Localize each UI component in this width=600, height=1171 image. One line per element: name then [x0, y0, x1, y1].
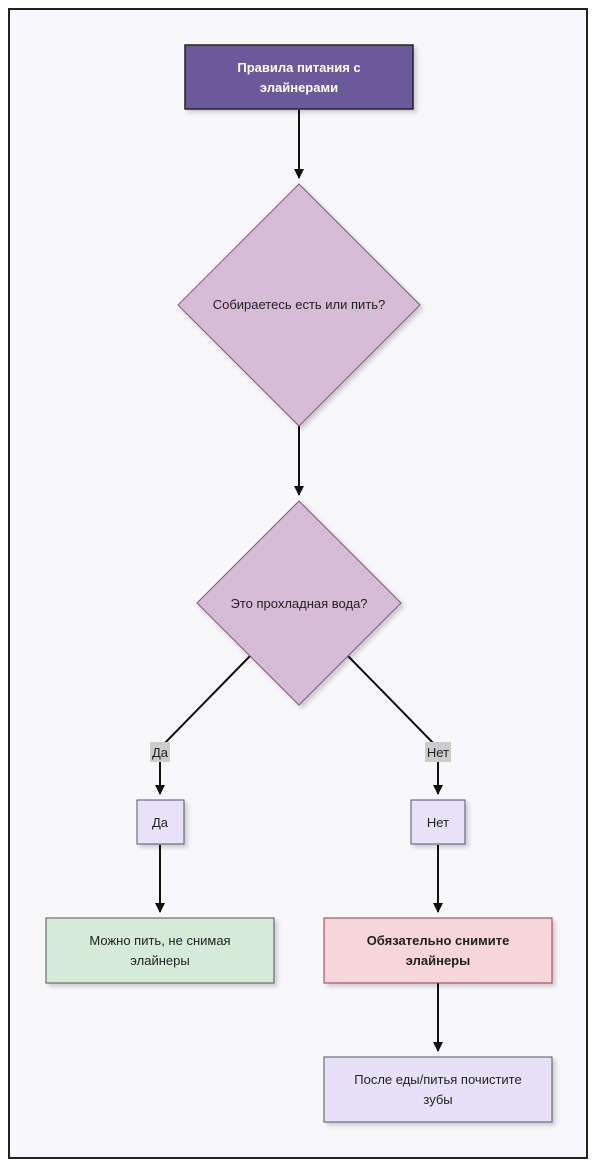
edge-water-to-no: [347, 655, 443, 795]
result-ok-line-2: элайнеры: [130, 953, 189, 968]
result-remove-line-1: Обязательно снимите: [367, 933, 510, 948]
decision-water-diamond: [196, 500, 402, 706]
decision-water-node: [196, 500, 402, 706]
edge-label-yes: Да: [150, 742, 170, 762]
brush-line-2: зубы: [423, 1092, 452, 1107]
title-node: [184, 44, 414, 110]
decision-food-text: Собираетесь есть или пить?: [213, 297, 386, 312]
decision-water-text: Это прохладная вода?: [230, 596, 367, 611]
result-remove-box: [323, 917, 553, 984]
edge-water-to-yes: [155, 655, 251, 795]
no-node: [410, 799, 466, 845]
edge-label-yes-text: Да: [152, 745, 169, 760]
edge-label-no-bg: [425, 742, 451, 762]
brush-line-1: После еды/питья почистите: [354, 1072, 521, 1087]
title-node-box: [184, 44, 414, 110]
title-line-1: Правила питания с: [237, 60, 360, 75]
edge-label-no-text: Нет: [427, 745, 449, 760]
result-ok-box: [45, 917, 275, 984]
brush-box: [323, 1056, 553, 1123]
result-ok-line-1: Можно пить, не снимая: [89, 933, 230, 948]
edge-label-yes-bg: [150, 742, 170, 762]
yes-node: [136, 799, 185, 845]
result-remove-node: [323, 917, 553, 984]
yes-node-text: Да: [152, 815, 169, 830]
edge-label-no: Нет: [425, 742, 451, 762]
decision-food-node: [177, 183, 421, 427]
no-node-text: Нет: [427, 815, 449, 830]
no-node-box: [410, 799, 466, 845]
decision-food-diamond: [177, 183, 421, 427]
title-line-2: элайнерами: [260, 80, 338, 95]
yes-node-box: [136, 799, 185, 845]
brush-node: [323, 1056, 553, 1123]
result-ok-node: [45, 917, 275, 984]
result-remove-line-2: элайнеры: [406, 953, 470, 968]
